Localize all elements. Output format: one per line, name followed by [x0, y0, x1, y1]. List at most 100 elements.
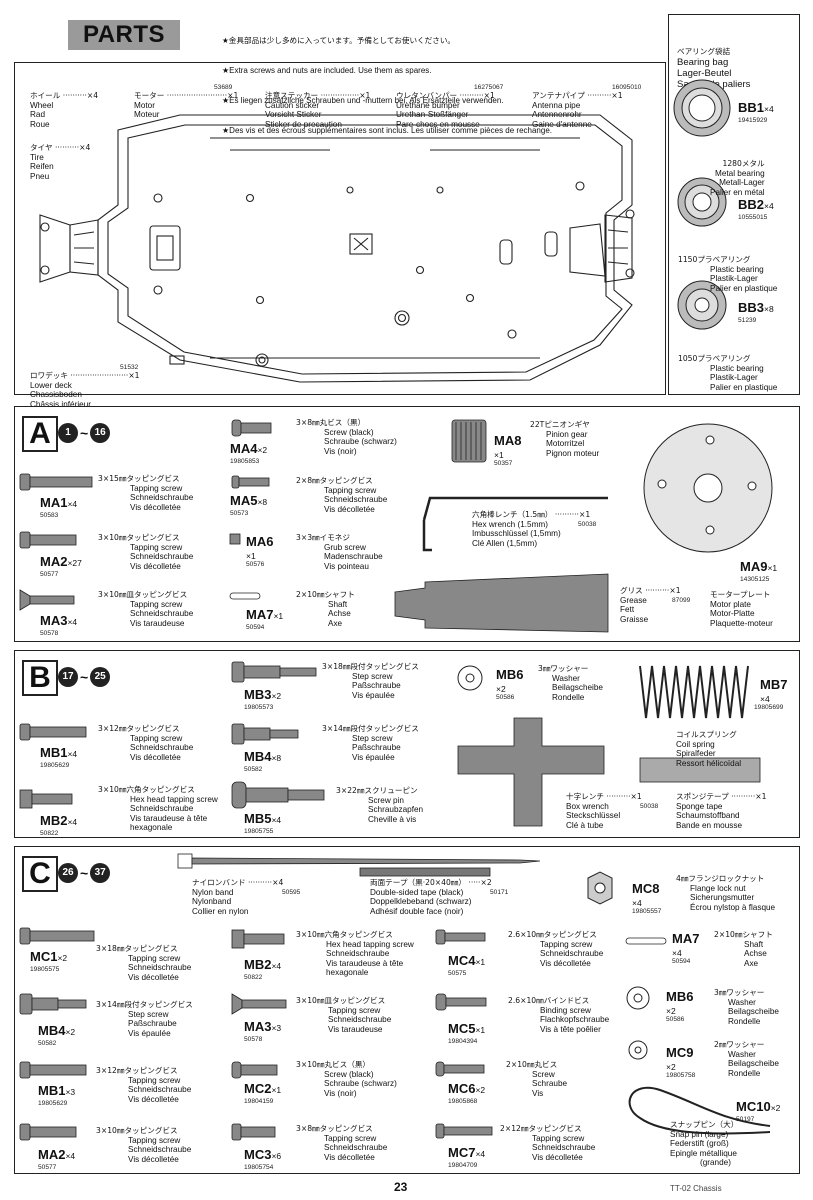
section-c-box: [14, 846, 800, 1174]
hex-wrench-code: 50038: [578, 521, 597, 528]
section-b-parts-drawings: [19, 661, 761, 827]
section-a-box: [14, 406, 800, 642]
section-b-letter: B: [22, 660, 58, 696]
lower-deck-drawing: [39, 114, 635, 383]
tape-code: 50171: [490, 889, 509, 896]
section-b-steps: 17~25: [58, 664, 111, 688]
section-a-parts-drawings: [19, 419, 773, 633]
mc2-desc: 3×10㎜丸ビス（黒）Screw (black)Schraube (schwar…: [296, 1060, 397, 1098]
ma4-desc: 3×8㎜丸ビス（黒）Screw (black)Schraube (schwarz…: [296, 418, 397, 456]
nylon-band-code: 50595: [282, 889, 301, 896]
motor-code: 53689: [214, 84, 233, 91]
section-b-box: [14, 650, 800, 838]
grease-code: 87099: [672, 597, 691, 604]
section-c-steps: 26~37: [58, 860, 111, 884]
section-a-letter: A: [22, 416, 58, 452]
mc10-desc: スナップピン（大）Snap pin (large)Federstift (gro…: [670, 1120, 739, 1168]
page-number: 23: [394, 1180, 408, 1194]
bumper-code: 16275067: [474, 84, 504, 91]
parts-title-banner: PARTS: [68, 20, 180, 50]
antenna-code: 16095010: [612, 84, 642, 91]
footer-caption: TT-02 Chassis: [670, 1184, 722, 1193]
bearing-icons: [673, 79, 731, 330]
box-wrench-code: 50038: [640, 803, 659, 810]
parts-box: [14, 62, 666, 395]
lower-deck-code: 51532: [120, 364, 139, 371]
bearing-box: [668, 14, 800, 395]
section-c-letter: C: [22, 856, 58, 892]
spare-parts-notes: ★金具部品は少し多めに入っています。予備としてお使いください。 ★Extra s…: [222, 36, 552, 135]
